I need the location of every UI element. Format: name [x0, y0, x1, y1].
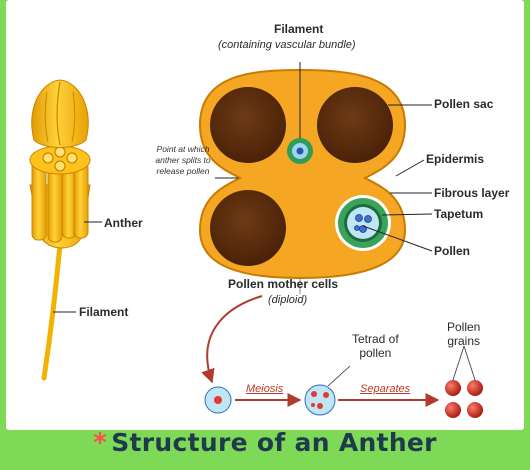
filament-side-label: Filament [79, 305, 129, 319]
vascular-bundle [287, 138, 313, 164]
anther-upper-lobes [31, 79, 89, 148]
anther-diagram [29, 62, 483, 418]
filament-stalk [41, 242, 63, 381]
meiosis-label: Meiosis [246, 383, 284, 395]
mother-cells-label: Pollen mother cells [228, 277, 339, 291]
anther-label: Anther [104, 216, 143, 230]
tetrad [304, 384, 336, 416]
pollen-sequence [201, 295, 483, 418]
pollen-sac-bottom-right [335, 195, 391, 251]
pollen-label: Pollen [434, 244, 471, 258]
tetrad-line-1: Tetrad of [352, 332, 399, 346]
split-line-3: release pollen [156, 166, 210, 176]
pollen-grains [445, 345, 483, 418]
curve-arrow [201, 295, 263, 384]
anther-lobe-4 [73, 161, 89, 239]
leader-lines [53, 62, 433, 313]
tetrad-label: Tetrad of pollen [352, 332, 399, 360]
fibrous-layer-label: Fibrous layer [434, 186, 510, 200]
title-bar: * Structure of an Anther [0, 428, 530, 470]
pollen-sac-label: Pollen sac [434, 97, 494, 111]
tapetum-label: Tapetum [434, 207, 484, 221]
filament-label: Filament [274, 22, 324, 36]
tetrad-line-2: pollen [359, 346, 392, 360]
page-title: Structure of an Anther [111, 428, 437, 457]
split-point-label: Point at which anther splits to release … [146, 144, 220, 177]
grains-line-2: grains [447, 334, 481, 348]
split-line-1: Point at which [156, 144, 210, 154]
pollen-sac-bottom-left [210, 190, 286, 266]
split-line-2: anther splits to [155, 155, 211, 165]
separates-label: Separates [360, 383, 411, 395]
pollen-sac-top-left [210, 87, 286, 163]
anther-illustration [29, 79, 91, 381]
mother-cell [204, 386, 232, 414]
cross-section [198, 68, 407, 280]
pollen-sac-top-right [317, 87, 393, 163]
filament-note: (containing vascular bundle) [218, 39, 356, 51]
title-marker: * [93, 428, 107, 458]
grains-line-1: Pollen [447, 320, 481, 334]
epidermis-label: Epidermis [426, 152, 485, 166]
mother-cells-note: (diploid) [268, 294, 308, 306]
pollen-grains-label: Pollen grains [447, 320, 480, 348]
